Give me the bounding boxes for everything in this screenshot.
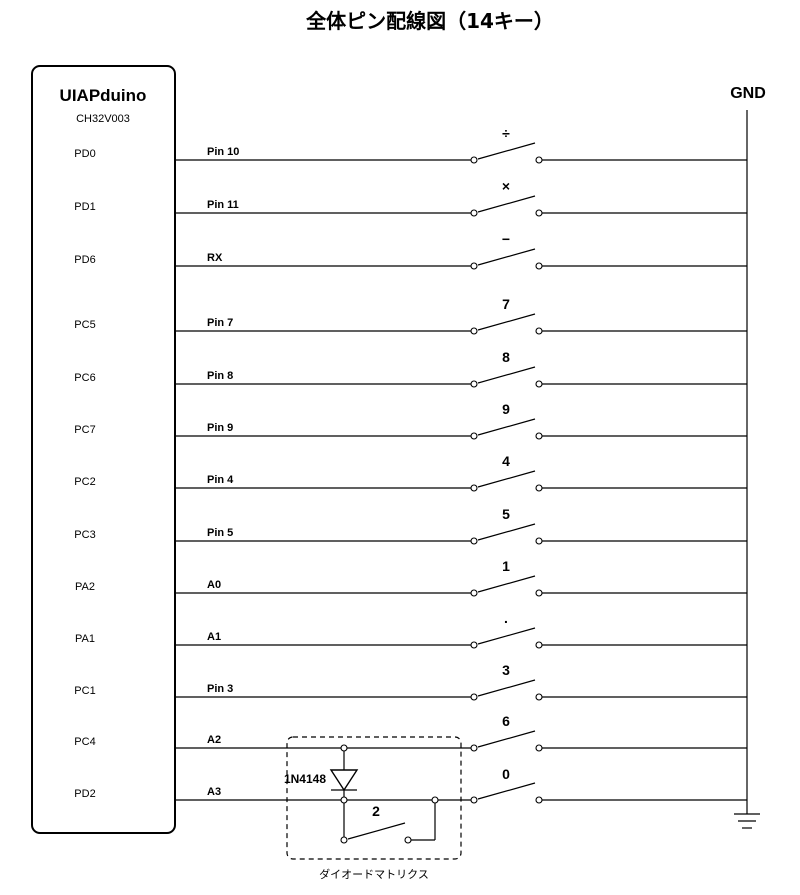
switch-terminal-right — [535, 432, 543, 440]
key-label: 8 — [502, 349, 510, 365]
mcu-model: CH32V003 — [76, 113, 130, 125]
key-label: 1 — [502, 558, 510, 574]
switch-terminal-right — [535, 209, 543, 217]
switch-terminal-left — [470, 641, 478, 649]
switch-terminal-left — [470, 693, 478, 701]
gnd-label: GND — [730, 85, 766, 102]
key-label: 0 — [502, 766, 510, 782]
key-label: . — [504, 610, 508, 626]
diode-anode-node — [340, 744, 348, 752]
key-label: 7 — [502, 296, 510, 312]
net-label: Pin 10 — [207, 146, 239, 158]
net-label: RX — [207, 252, 223, 264]
switch-terminal-right — [535, 484, 543, 492]
switch-terminal-left — [470, 796, 478, 804]
switch-lever[interactable] — [477, 627, 536, 645]
switch-terminal-left — [470, 327, 478, 335]
key-label: − — [502, 231, 510, 247]
switch-lever[interactable] — [477, 730, 536, 748]
net-label: A1 — [207, 631, 221, 643]
net-label: A2 — [207, 734, 221, 746]
net-label: Pin 3 — [207, 683, 233, 695]
switch-terminal-right — [535, 156, 543, 164]
mcu-pin-label: PC7 — [74, 424, 95, 436]
switch-lever[interactable] — [477, 523, 536, 541]
key-label: × — [502, 178, 510, 194]
switch-terminal-right — [535, 262, 543, 270]
switch-lever[interactable] — [477, 248, 536, 266]
diode-icon — [329, 769, 359, 792]
diagram-title: 全体ピン配線図（14キー） — [305, 9, 554, 33]
diode-cathode-node — [340, 796, 348, 804]
switch-lever[interactable] — [477, 142, 536, 160]
switch-lever[interactable] — [477, 575, 536, 593]
net-label: Pin 7 — [207, 317, 233, 329]
switch-terminal-right — [535, 693, 543, 701]
matrix-switch-terminal-right — [404, 836, 412, 844]
key-label: 4 — [502, 453, 510, 469]
mcu-pin-label: PC3 — [74, 529, 95, 541]
net-label: Pin 8 — [207, 370, 233, 382]
key-label: 6 — [502, 713, 510, 729]
net-label: Pin 11 — [207, 199, 239, 211]
switch-lever[interactable] — [477, 195, 536, 213]
switch-terminal-left — [470, 744, 478, 752]
switch-lever[interactable] — [477, 418, 536, 436]
key-label: 3 — [502, 662, 510, 678]
switch-terminal-right — [535, 796, 543, 804]
switch-terminal-right — [535, 327, 543, 335]
key-label: ÷ — [502, 125, 510, 141]
matrix-switch-lever[interactable] — [347, 822, 406, 840]
switch-terminal-right — [535, 537, 543, 545]
mcu-pin-label: PC5 — [74, 319, 95, 331]
mcu-pin-label: PC4 — [74, 736, 95, 748]
net-label: A0 — [207, 579, 221, 591]
key-label: 5 — [502, 506, 510, 522]
switch-terminal-right — [535, 744, 543, 752]
matrix-key-label: 2 — [372, 803, 380, 819]
mcu-pin-label: PA2 — [75, 581, 95, 593]
matrix-junction-node — [431, 796, 439, 804]
diode-matrix: 1N4148 2 ダイオードマトリクス — [284, 736, 462, 881]
switch-terminal-left — [470, 484, 478, 492]
net-label: A3 — [207, 786, 221, 798]
diode-matrix-caption: ダイオードマトリクス — [319, 867, 429, 881]
mcu-pin-label: PD0 — [74, 148, 95, 160]
switch-lever[interactable] — [477, 366, 536, 384]
switch-terminal-left — [470, 537, 478, 545]
mcu-pin-label: PC6 — [74, 372, 95, 384]
mcu-pin-label: PD2 — [74, 788, 95, 800]
net-label: Pin 4 — [207, 474, 234, 486]
mcu-name: UIAPduino — [60, 86, 147, 105]
switch-terminal-right — [535, 380, 543, 388]
mcu-pin-label: PC2 — [74, 476, 95, 488]
matrix-switch-terminal-left — [340, 836, 348, 844]
key-label: 9 — [502, 401, 510, 417]
net-label: Pin 5 — [207, 527, 233, 539]
switch-terminal-left — [470, 589, 478, 597]
switch-lever[interactable] — [477, 313, 536, 331]
mcu-board — [31, 65, 176, 834]
switch-terminal-right — [535, 641, 543, 649]
switch-terminal-right — [535, 589, 543, 597]
mcu-pin-label: PD6 — [74, 254, 95, 266]
switch-lever[interactable] — [477, 782, 536, 800]
net-label: Pin 9 — [207, 422, 233, 434]
diode-part-label: 1N4148 — [284, 772, 326, 786]
switch-terminal-left — [470, 156, 478, 164]
switch-lever[interactable] — [477, 679, 536, 697]
mcu-pin-label: PD1 — [74, 201, 95, 213]
mcu-pin-label: PC1 — [74, 685, 95, 697]
switch-lever[interactable] — [477, 470, 536, 488]
switch-terminal-left — [470, 209, 478, 217]
switch-terminal-left — [470, 432, 478, 440]
mcu-pin-label: PA1 — [75, 633, 95, 645]
switch-terminal-left — [470, 262, 478, 270]
diode-matrix-box — [286, 736, 462, 860]
switch-terminal-left — [470, 380, 478, 388]
